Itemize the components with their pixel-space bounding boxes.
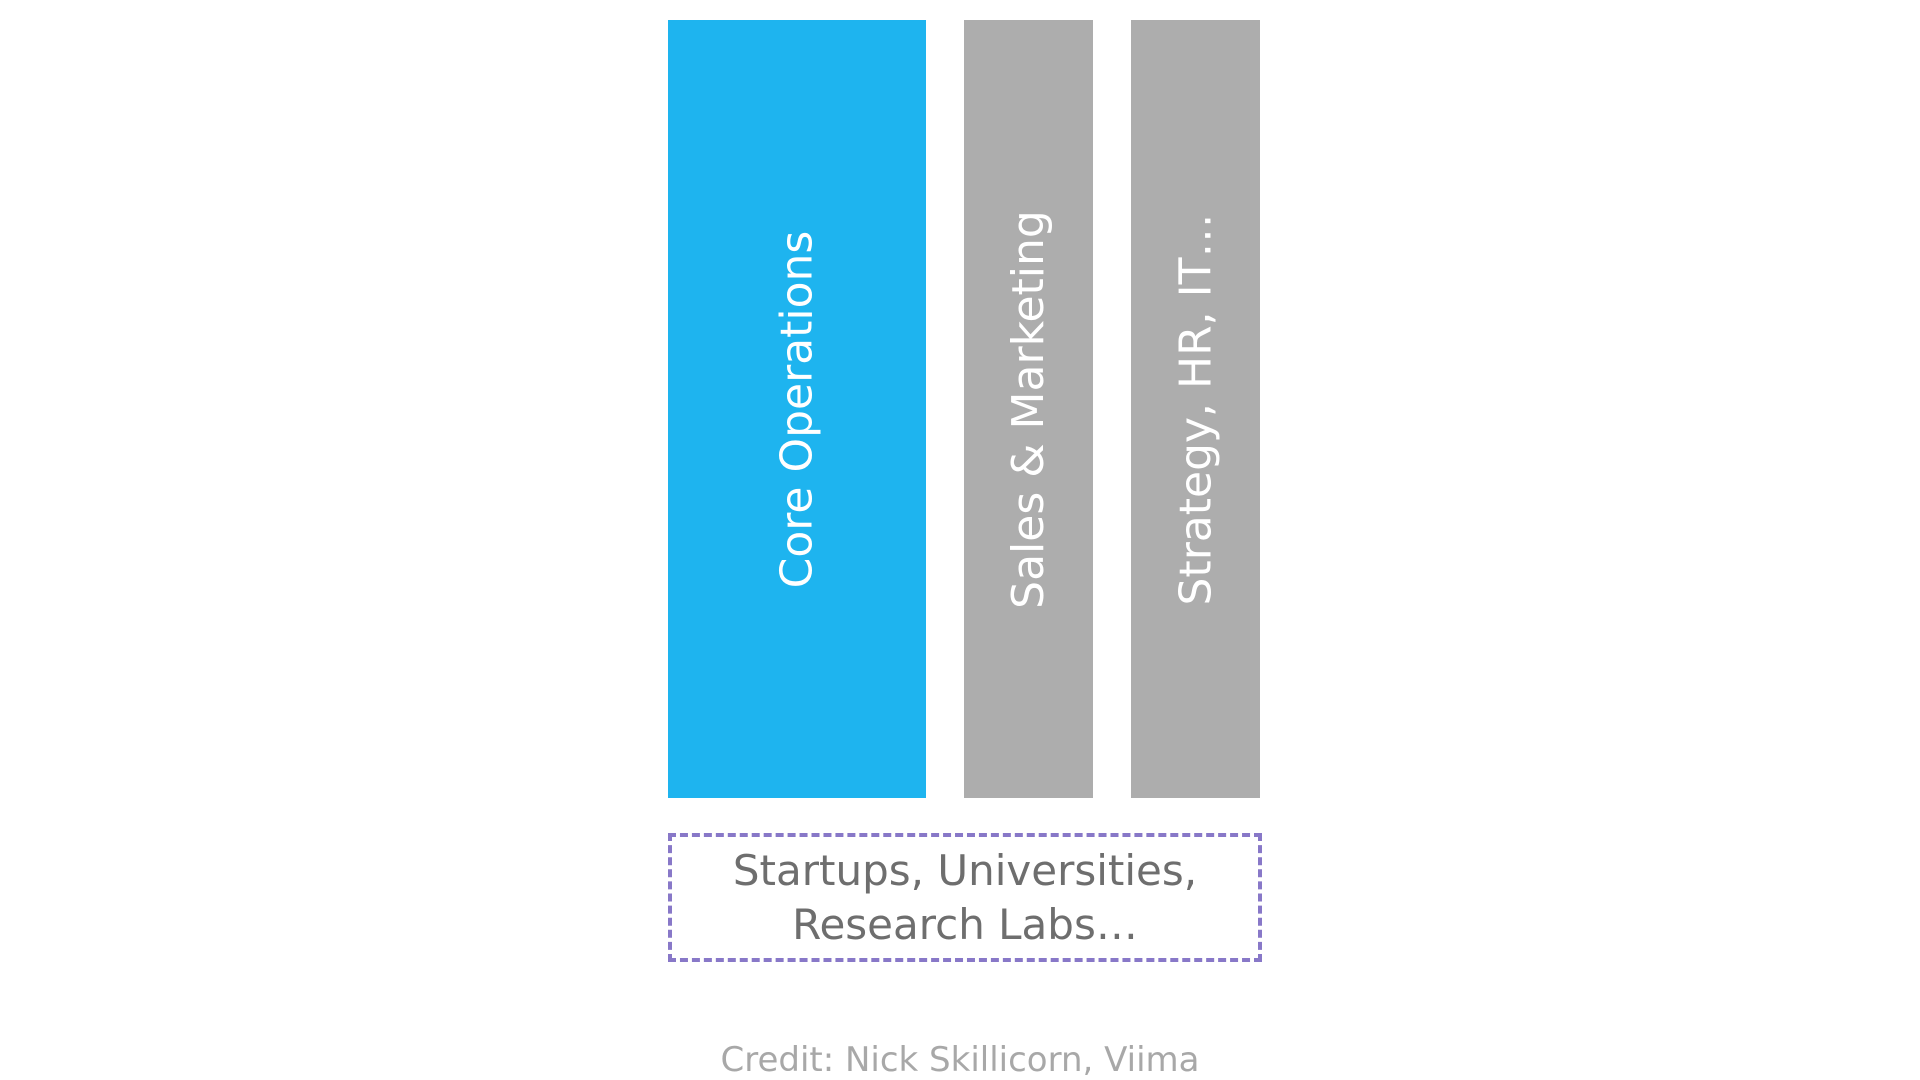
ecosystem-line-1: Startups, Universities, <box>732 845 1198 895</box>
sales-marketing-pillar: Sales & Marketing <box>964 20 1093 798</box>
core-operations-pillar: Core Operations <box>668 20 926 798</box>
external-ecosystem-text: Startups, Universities, Research Labs… <box>733 844 1197 952</box>
strategy-hr-it-label: Strategy, HR, IT… <box>1170 213 1222 605</box>
strategy-hr-it-pillar: Strategy, HR, IT… <box>1131 20 1260 798</box>
credit-caption: Credit: Nick Skillicorn, Viima <box>720 1040 1200 1080</box>
core-operations-label: Core Operations <box>771 230 823 588</box>
sales-marketing-label: Sales & Marketing <box>1003 209 1054 609</box>
ecosystem-line-2: Research Labs… <box>792 899 1138 949</box>
external-ecosystem-box: Startups, Universities, Research Labs… <box>668 833 1262 962</box>
